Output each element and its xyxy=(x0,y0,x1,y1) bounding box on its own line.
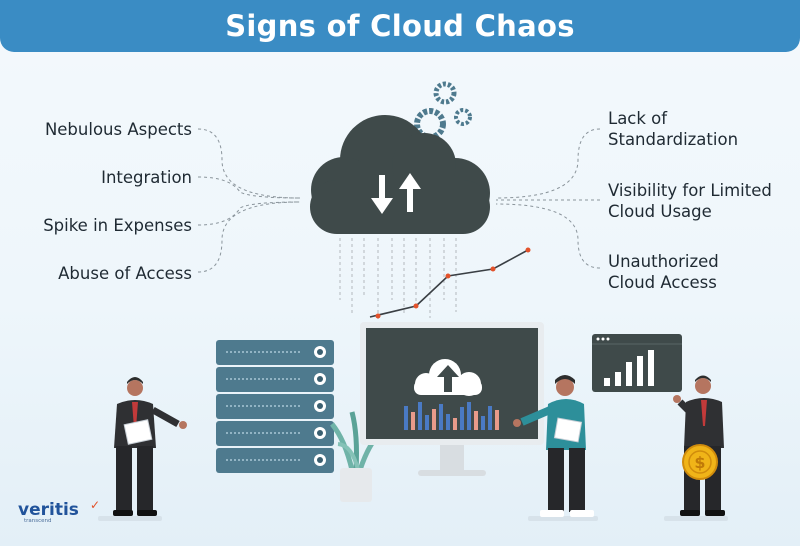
svg-text:$: $ xyxy=(694,453,705,472)
gears-icon xyxy=(414,81,472,140)
title-bar: Signs of Cloud Chaos xyxy=(0,0,800,52)
sign-abuse-of-access: Abuse of Access xyxy=(58,264,192,283)
sign-line: Visibility for Limited xyxy=(608,181,772,200)
sign-line: Cloud Usage xyxy=(608,202,712,221)
sign-line: Standardization xyxy=(608,130,739,149)
connectors-right xyxy=(495,128,601,269)
data-rain xyxy=(339,238,457,320)
person-middle-figure xyxy=(513,375,598,521)
logo-mark-icon: ✓ xyxy=(90,498,101,512)
monitor-bar-chart xyxy=(404,402,499,430)
sign-lack-of-standardization: Lack of Standardization xyxy=(608,108,738,150)
person-right-figure: $ xyxy=(664,375,728,521)
page-title: Signs of Cloud Chaos xyxy=(225,9,575,43)
sign-visibility-limited-cloud-usage: Visibility for Limited Cloud Usage xyxy=(608,180,772,222)
analytics-window-icon xyxy=(592,334,682,392)
person-left-figure xyxy=(98,377,187,521)
sign-line: Lack of xyxy=(608,109,668,128)
sign-line: Cloud Access xyxy=(608,273,717,292)
brand-logo: veritis ✓ xyxy=(18,498,100,520)
logo-text: veritis xyxy=(18,500,79,520)
dollar-coin-icon: $ xyxy=(682,444,718,480)
sign-integration: Integration xyxy=(101,168,192,187)
sign-unauthorized-cloud-access: Unauthorized Cloud Access xyxy=(608,251,719,293)
server-stack-icon xyxy=(216,340,334,473)
sign-nebulous-aspects: Nebulous Aspects xyxy=(44,120,192,139)
logo-tagline: transcend xyxy=(24,518,52,524)
sign-line: Unauthorized xyxy=(608,252,719,271)
trend-line xyxy=(369,247,531,319)
sync-arrows-icon xyxy=(371,173,421,214)
monitor-icon xyxy=(360,322,544,476)
connectors-left xyxy=(197,128,301,273)
cloud-icon xyxy=(310,115,490,234)
sign-spike-in-expenses: Spike in Expenses xyxy=(43,216,192,235)
